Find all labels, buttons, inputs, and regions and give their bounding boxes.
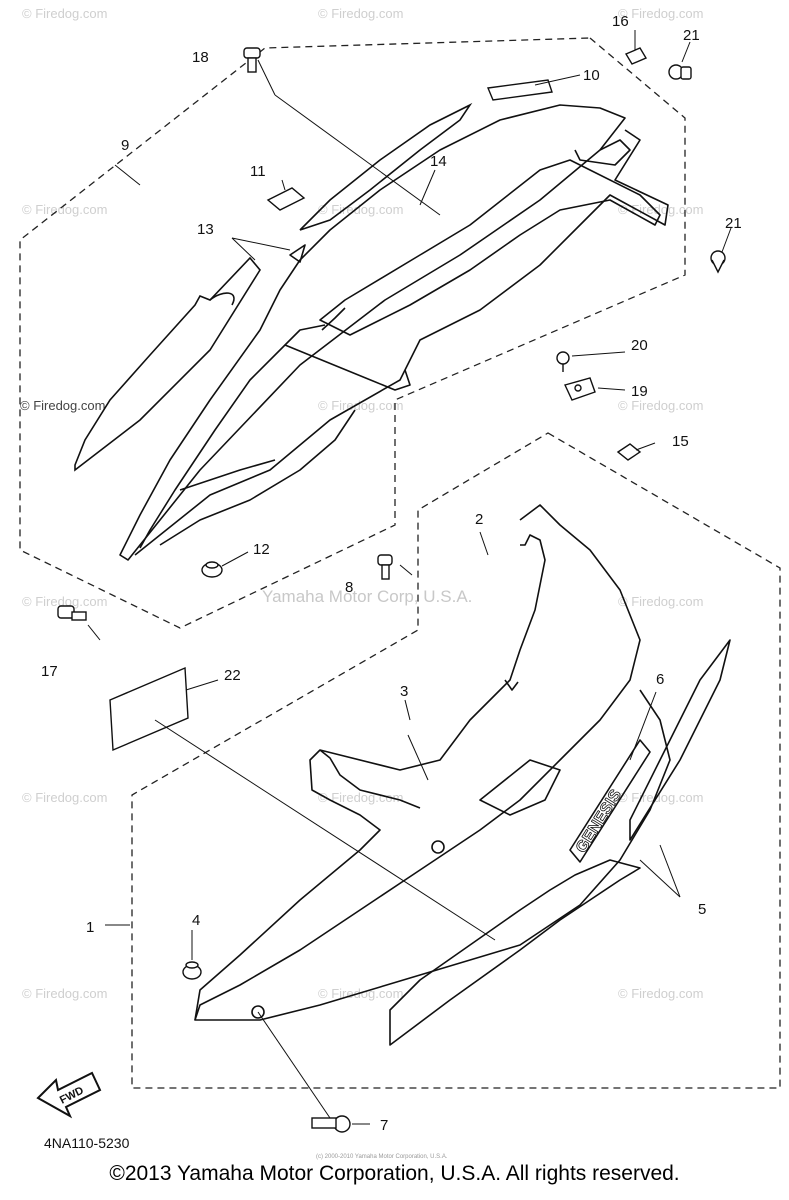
callout-1: 1 <box>86 919 94 936</box>
pad-16 <box>624 47 648 65</box>
callout-5: 5 <box>698 901 706 918</box>
watermark: © Firedog.com <box>22 202 107 217</box>
watermark: © Firedog.com <box>22 986 107 1001</box>
callout-7: 7 <box>380 1117 388 1134</box>
watermark-center: Yamaha Motor Corp, U.S.A. <box>262 587 472 606</box>
callout-8: 8 <box>345 579 353 596</box>
bolt-21-icon <box>668 64 692 80</box>
pad-15 <box>616 443 642 461</box>
part-code: 4NA110-5230 <box>44 1135 130 1151</box>
clip-19-icon <box>564 377 596 401</box>
callouts: 1 2 3 4 5 6 7 8 9 10 11 12 13 14 15 16 1… <box>41 13 742 1134</box>
callout-10: 10 <box>583 67 600 84</box>
bolt-7-icon <box>311 1115 351 1133</box>
leader-lines <box>87 30 732 1125</box>
watermark: © Firedog.com <box>318 6 403 21</box>
fasteners <box>57 47 726 1133</box>
fwd-arrow-icon: FWD <box>36 1071 102 1119</box>
fine-print: (c) 2000-2010 Yamaha Motor Corporation, … <box>316 1154 448 1160</box>
callout-16: 16 <box>612 13 629 30</box>
callout-14: 14 <box>430 153 447 170</box>
grommet-4-icon <box>182 961 202 980</box>
upper-group-boundary <box>19 37 686 629</box>
watermark: © Firedog.com <box>618 986 703 1001</box>
callout-20: 20 <box>631 337 648 354</box>
callout-15: 15 <box>672 433 689 450</box>
watermark: © Firedog.com <box>318 398 403 413</box>
bolt-18-icon <box>243 47 261 73</box>
callout-13: 13 <box>197 221 214 238</box>
badge-text: GENESIS <box>573 787 625 857</box>
copyright-notice: ©2013 Yamaha Motor Corporation, U.S.A. A… <box>109 1162 680 1185</box>
label-22 <box>109 666 189 752</box>
left-panel-13 <box>74 102 473 472</box>
grommet-12-icon <box>201 561 223 578</box>
watermark: © Firedog.com <box>618 202 703 217</box>
callout-11: 11 <box>250 163 266 180</box>
callout-21b: 21 <box>725 215 742 232</box>
callout-17: 17 <box>41 663 58 680</box>
callout-6: 6 <box>656 671 664 688</box>
watermark: © Firedog.com <box>22 594 107 609</box>
bolt-8-icon <box>377 554 393 580</box>
callout-19: 19 <box>631 383 648 400</box>
screw-20-icon <box>556 351 570 372</box>
watermark: © Firedog.com <box>22 6 107 21</box>
watermarks: © Firedog.com © Firedog.com © Firedog.co… <box>20 6 703 1001</box>
watermark: © Firedog.com <box>618 398 703 413</box>
watermark: © Firedog.com <box>318 790 403 805</box>
callout-21: 21 <box>683 27 700 44</box>
callout-2: 2 <box>475 511 483 528</box>
callout-3: 3 <box>400 683 408 700</box>
watermark: © Firedog.com <box>20 398 105 413</box>
watermark: © Firedog.com <box>618 6 703 21</box>
watermark: © Firedog.com <box>618 594 703 609</box>
lower-side-cover: GENESIS <box>194 504 731 1046</box>
callout-9: 9 <box>121 137 129 154</box>
upper-side-cover <box>119 104 669 561</box>
bolt-17-icon <box>57 605 87 621</box>
watermark: © Firedog.com <box>22 790 107 805</box>
callout-4: 4 <box>192 912 200 929</box>
watermark: © Firedog.com <box>318 202 403 217</box>
callout-18: 18 <box>192 49 209 66</box>
callout-12: 12 <box>253 541 270 558</box>
bolt-21b-icon <box>710 250 726 274</box>
pad-10 <box>487 79 553 101</box>
callout-22: 22 <box>224 667 241 684</box>
group-boundaries <box>19 37 781 1089</box>
pad-11 <box>266 187 306 211</box>
